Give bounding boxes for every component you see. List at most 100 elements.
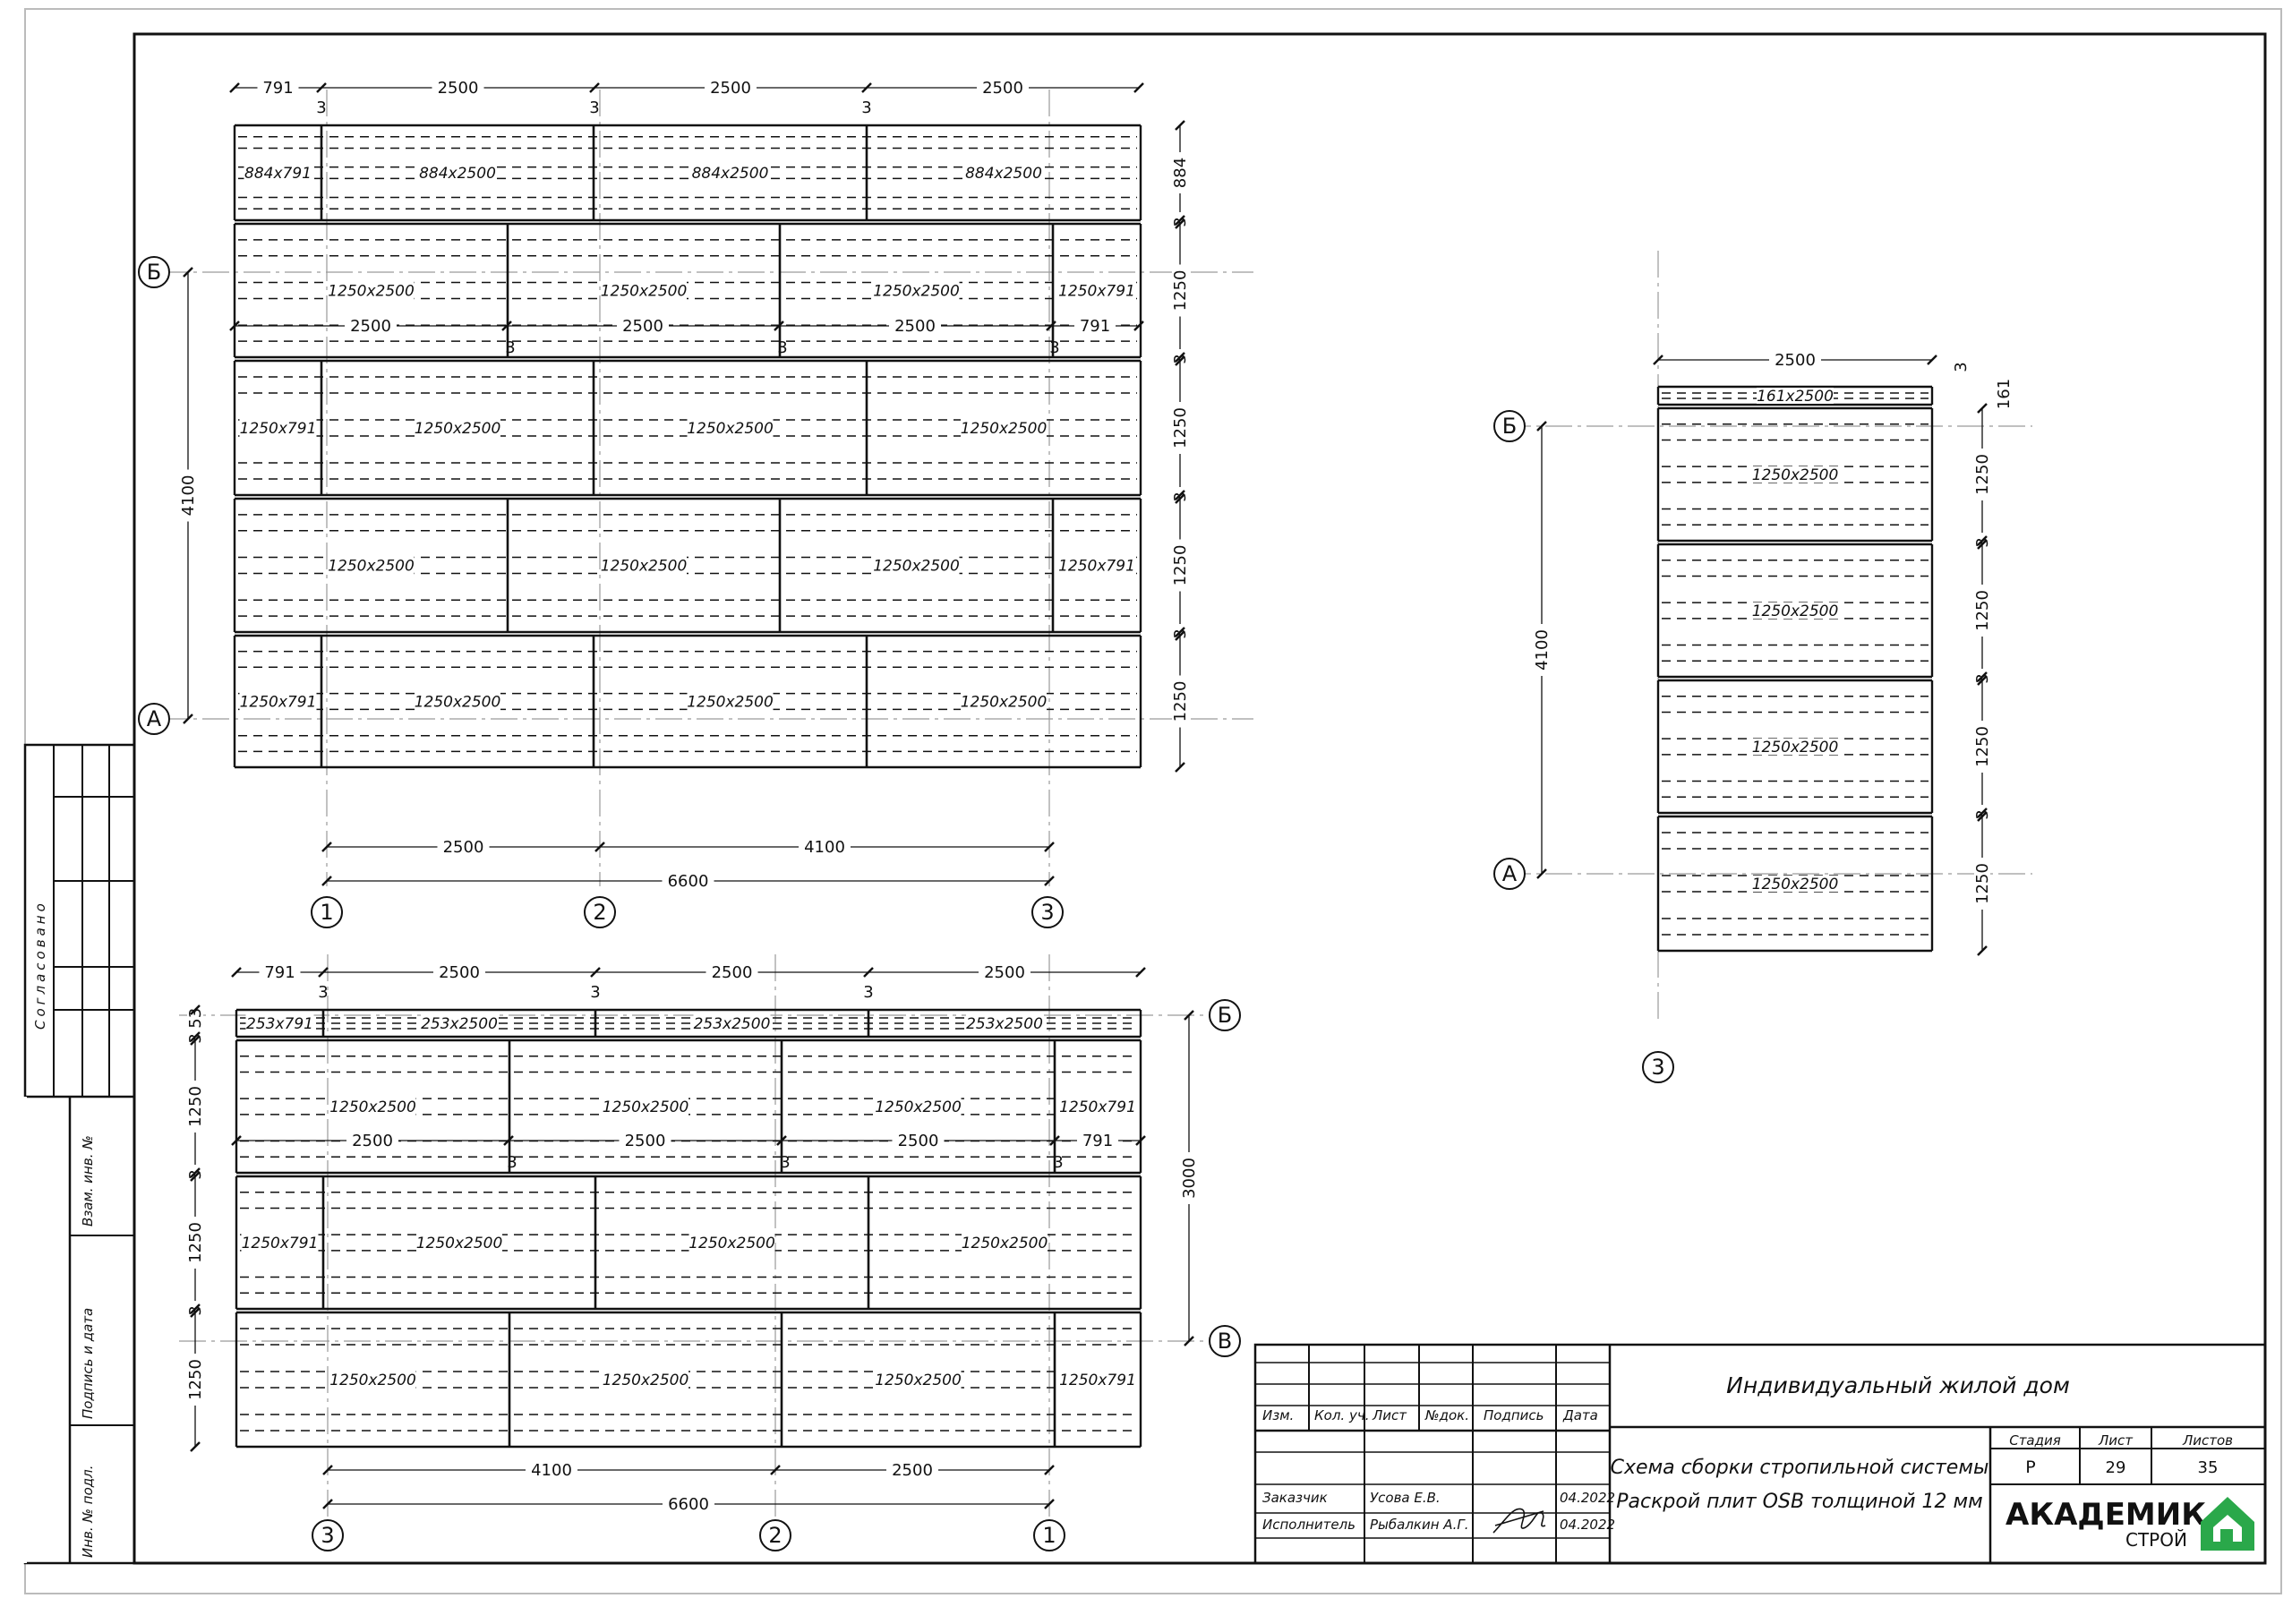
top-row4-panel3-bg <box>961 692 1047 711</box>
top-row4-panel-label3: 1250x2500 <box>961 694 1048 712</box>
right-axis-bubble-3-label: 3 <box>1651 1055 1664 1080</box>
bottom-width-dim-tick-4 <box>1135 967 1146 978</box>
top-row4-panel-label1: 1250x2500 <box>415 694 501 712</box>
top-right-dim-tick-1 <box>1175 215 1185 226</box>
bottom-width-dim-lbl-0-bg <box>259 964 301 980</box>
top-axis-bubble-2-label: 2 <box>593 900 606 925</box>
bottom-bottom-total-tick-1 <box>1044 1499 1055 1509</box>
tb-executor-date: 04.2022 <box>1560 1517 1615 1533</box>
bottom-width-dim-lbl-1-bg <box>433 964 485 980</box>
bottom-axis-bubble-b-label: Б <box>1218 1003 1232 1028</box>
tb-header-sheet: Лист <box>1372 1407 1407 1423</box>
bottom-row0-panel-label2: 253x2500 <box>694 1015 771 1033</box>
bottom-row3-panel0-bg <box>329 1371 416 1389</box>
right-row1-panel-bg <box>1752 466 1838 483</box>
top-right-dim-text-2: 1250 <box>1171 270 1190 312</box>
bottom-left-dim-tick-4 <box>190 1171 201 1182</box>
top-row0-panel-label1: 884x2500 <box>419 165 496 183</box>
right-dim-161: 161 <box>1995 379 2014 409</box>
bottom-mid-dim-tick-4 <box>1135 1135 1146 1146</box>
right-right-dim-tick-2 <box>1977 539 1988 550</box>
bottom-left-dim-text-2: 1250 <box>186 1086 205 1127</box>
bottom-row3-panel-label2: 1250x2500 <box>875 1372 962 1389</box>
bottom-left-dim-lbl-4-bg <box>187 1217 203 1269</box>
bottom-mid-dim-tick-0 <box>231 1135 242 1146</box>
top-bottom-dim-tick-1 <box>594 842 605 852</box>
right-row3-panel-bg <box>1752 739 1838 755</box>
top-mid-seam-mark-0: 3 <box>505 338 515 357</box>
tb-customer-date: 04.2022 <box>1560 1490 1615 1506</box>
top-bottom-total-tick-1 <box>1044 876 1055 886</box>
bottom-bottom-dim-lbl-0-bg <box>526 1462 577 1478</box>
right-row4-panel-bg <box>1752 876 1838 892</box>
top-row2-panel0-bg <box>239 419 317 437</box>
title-block: Изм. Кол. уч. Лист №док. Подпись Дата За… <box>1253 1343 2267 1565</box>
top-right-dim-lbl-8-bg <box>1172 675 1188 728</box>
top-mid-seam-mark-1: 3 <box>777 338 787 357</box>
top-bottom-dim-text-0: 2500 <box>443 838 484 857</box>
top-width-dim-text-2: 2500 <box>710 79 751 98</box>
top-row1-panel1-bg <box>601 281 687 300</box>
bottom-width-dim-tick-0 <box>231 967 242 978</box>
bottom-row2-panel1-bg <box>416 1234 502 1252</box>
top-mid-dim-text-2: 2500 <box>894 317 936 336</box>
top-right-dim-text-8: 1250 <box>1171 681 1190 722</box>
top-row1-panel-label1: 1250x2500 <box>601 283 688 301</box>
top-left-dim-text-0: 4100 <box>179 475 198 517</box>
side-field-inventory: Инв. № подл. <box>80 1466 96 1558</box>
top-row2-panel3-bg <box>961 419 1047 437</box>
top-right-dim-text-0: 884 <box>1171 158 1190 188</box>
top-right-dim-lbl-6-bg <box>1172 539 1188 592</box>
right-right-dim-tick-7 <box>1977 945 1988 956</box>
bottom-axis-bubble-1-label: 1 <box>1042 1523 1056 1548</box>
bottom-axis-bubble-3-circle <box>312 1519 344 1551</box>
tb-header-doc: №док. <box>1424 1407 1469 1423</box>
top-width-dim-text-3: 2500 <box>982 79 1023 98</box>
right-right-dim-lbl-2-bg <box>1974 585 1990 637</box>
top-left-dim-tick-0 <box>183 267 193 278</box>
bottom-bottom-dim-tick-2 <box>1044 1465 1055 1475</box>
top-axis-bubble-1-circle <box>311 896 343 928</box>
bottom-row0-panel0-bg <box>245 1014 314 1032</box>
tb-executor-role: Исполнитель <box>1262 1517 1356 1533</box>
bottom-bottom-dim-text-1: 2500 <box>892 1461 933 1480</box>
top-row0-panel1-bg <box>419 164 496 182</box>
top-right-dim-tick-2 <box>1175 218 1185 229</box>
top-mid-dim-text-3: 791 <box>1080 317 1110 336</box>
right-width-dim-tick-0 <box>1653 355 1663 365</box>
top-row2-panel1-bg <box>415 419 500 437</box>
top-left-dim-lbl-0-bg <box>180 469 196 522</box>
bottom-left-dim-tick-5 <box>190 1303 201 1314</box>
bottom-bottom-dim-lbl-1-bg <box>886 1462 938 1478</box>
top-right-dim-lbl-0-bg <box>1172 152 1188 193</box>
right-right-dim-tick-3 <box>1977 671 1988 682</box>
bottom-width-dim-lbl-2-bg <box>706 964 758 980</box>
top-width-dim-lbl-0-bg <box>257 80 299 96</box>
bottom-width-dim-text-2: 2500 <box>712 963 753 982</box>
top-mid-dim-text-1: 2500 <box>622 317 663 336</box>
bottom-right-dim-tick-0 <box>1184 1010 1194 1021</box>
top-bottom-dim-tick-0 <box>321 842 332 852</box>
bottom-axis-bubble-v-label: В <box>1218 1329 1232 1354</box>
bottom-mid-dim-text-3: 791 <box>1082 1132 1113 1150</box>
top-mid-dim-lbl-3-bg <box>1074 318 1116 334</box>
tb-header-rev: Изм. <box>1262 1407 1294 1423</box>
right-right-dim-lbl-0-bg <box>1974 449 1990 500</box>
bottom-seam-mark-0: 3 <box>318 983 328 1002</box>
tb-header-signature: Подпись <box>1484 1407 1544 1423</box>
top-width-dim-text-0: 791 <box>262 79 293 98</box>
top-right-dim-tick-4 <box>1175 355 1185 366</box>
bottom-mid-dim-lbl-1-bg <box>619 1133 671 1149</box>
right-width-dim-text-0: 2500 <box>1775 351 1816 370</box>
top-bottom-dim-lbl-1-bg <box>799 839 851 855</box>
tb-sheets-label: Листов <box>2182 1432 2233 1449</box>
top-bottom-total-text-0: 6600 <box>668 872 709 891</box>
bottom-row3-panel3-bg <box>1059 1371 1136 1389</box>
tb-customer-role: Заказчик <box>1262 1490 1328 1506</box>
top-width-dim-tick-4 <box>1133 82 1144 93</box>
tb-project-title: Индивидуальный жилой дом <box>1726 1372 2070 1398</box>
top-row0-panel3-bg <box>965 164 1042 182</box>
right-row2-panel-bg <box>1752 603 1838 619</box>
top-row4-panel0-bg <box>239 692 317 711</box>
bottom-left-dim-tick-3 <box>190 1167 201 1178</box>
